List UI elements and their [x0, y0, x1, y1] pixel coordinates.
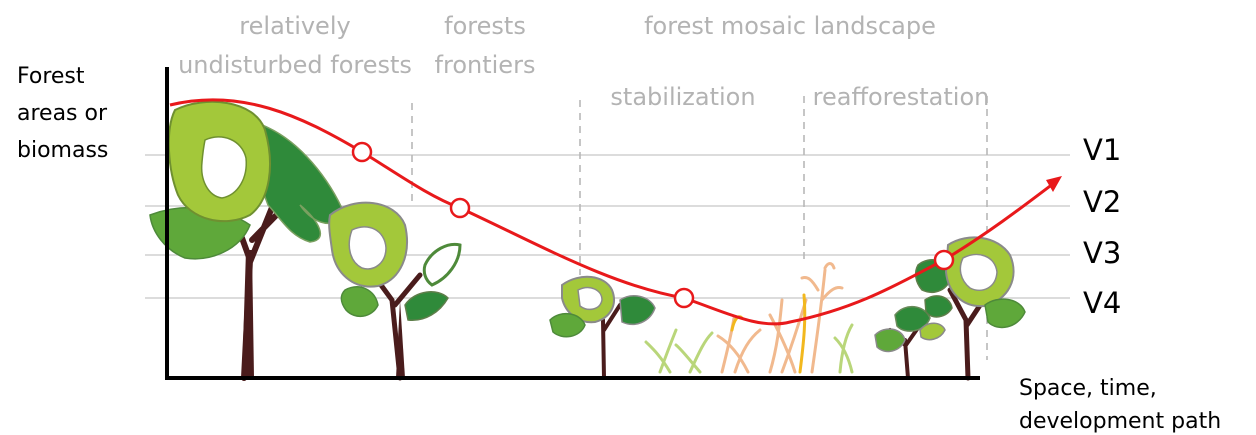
y-axis-label-1: Forest	[17, 64, 85, 89]
x-axis-label-2: development path	[1019, 409, 1221, 434]
level-label-v1: V1	[1083, 133, 1121, 167]
curve-markers	[351, 141, 955, 309]
x-axis-label-1: Space, time,	[1019, 376, 1157, 401]
phase-label-mosaic: forest mosaic landscape	[644, 12, 936, 40]
phase-dividers	[411, 96, 988, 360]
tree-icon	[549, 275, 656, 380]
level-label-v4: V4	[1083, 286, 1121, 320]
phase-label-frontiers-1: forests	[444, 12, 526, 40]
level-label-v3: V3	[1083, 236, 1121, 270]
phase-label-reafforestation: reafforestation	[813, 83, 990, 111]
marker-v1	[351, 141, 373, 163]
phase-label-undisturbed-2: undisturbed forests	[178, 51, 412, 79]
axes	[165, 67, 980, 380]
phase-label-frontiers-2: frontiers	[435, 51, 536, 79]
marker-v3	[933, 249, 955, 271]
crop-icon	[644, 262, 854, 374]
y-axis-label-2: areas or	[17, 101, 108, 126]
curve-arrowhead	[1046, 176, 1062, 192]
phase-label-undisturbed-1: relatively	[239, 12, 350, 40]
phase-label-stabilization: stabilization	[610, 83, 755, 111]
marker-v4	[673, 287, 695, 309]
tree-icon	[149, 100, 346, 381]
tree-icon	[914, 236, 1026, 381]
tree-icon	[874, 306, 946, 380]
marker-v2	[449, 197, 471, 219]
y-axis-label-3: biomass	[17, 138, 108, 163]
level-label-v2: V2	[1083, 185, 1121, 219]
tree-icon	[328, 201, 462, 381]
